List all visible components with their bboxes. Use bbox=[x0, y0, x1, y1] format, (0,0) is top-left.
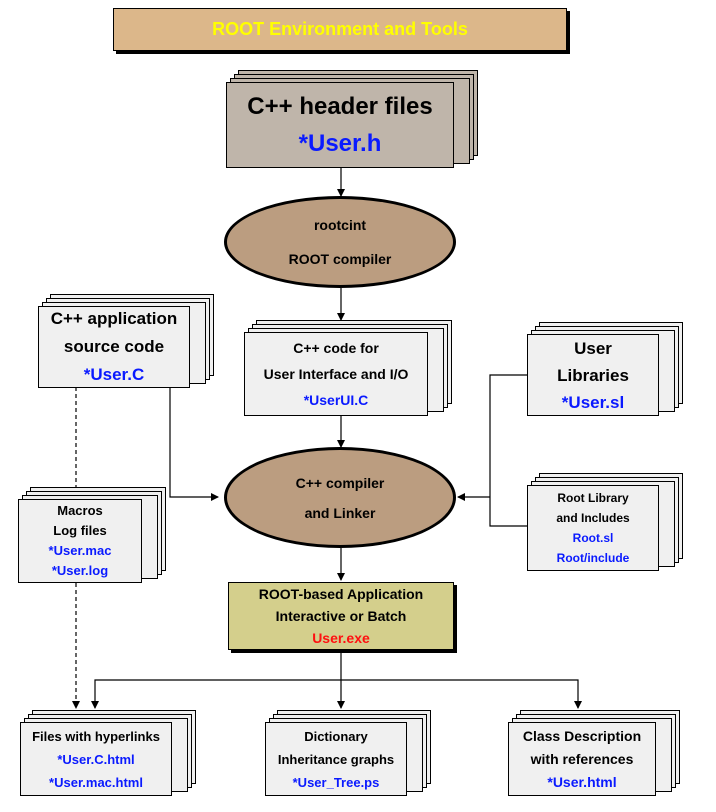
node-user-libraries: User Libraries *User.sl bbox=[527, 322, 683, 416]
hyperlinks-label: Files with hyperlinks bbox=[32, 728, 160, 744]
ui-code-sublabel: User Interface and I/O bbox=[263, 366, 409, 382]
macros-filename-log: *User.log bbox=[51, 563, 109, 578]
root-library-filename-sl: Root.sl bbox=[572, 531, 614, 545]
dictionary-label: Dictionary bbox=[304, 728, 368, 744]
root-library-label: Root Library bbox=[557, 491, 629, 505]
edge-branch-right bbox=[341, 679, 582, 709]
class-description-filename: *User.html bbox=[547, 773, 617, 790]
macros-label: Macros bbox=[57, 503, 103, 518]
user-libraries-sublabel: Libraries bbox=[557, 365, 629, 385]
root-library-filename-include: Root/include bbox=[556, 551, 630, 565]
class-description-sublabel: with references bbox=[530, 750, 634, 767]
node-dictionary: Dictionary Inheritance graphs *User_Tree… bbox=[265, 710, 431, 796]
dictionary-sublabel: Inheritance graphs bbox=[277, 751, 395, 767]
app-source-sublabel: source code bbox=[63, 337, 165, 356]
compiler-sublabel: and Linker bbox=[304, 504, 376, 521]
user-libraries-label: User bbox=[574, 338, 612, 358]
node-hyperlinks: Files with hyperlinks *User.C.html *User… bbox=[20, 710, 196, 796]
class-description-label: Class Description bbox=[522, 727, 642, 744]
application-sublabel: Interactive or Batch bbox=[275, 608, 407, 624]
node-ui-code: C++ code for User Interface and I/O *Use… bbox=[244, 320, 452, 416]
node-class-description: Class Description with references *User.… bbox=[508, 710, 680, 796]
header-files-filename: *User.h bbox=[298, 130, 382, 157]
application-filename: User.exe bbox=[312, 630, 370, 646]
node-rootcint: rootcint ROOT compiler bbox=[224, 196, 456, 288]
user-libraries-filename: *User.sl bbox=[561, 392, 625, 412]
application-label: ROOT-based Application bbox=[258, 586, 424, 602]
macros-filename-mac: *User.mac bbox=[48, 543, 112, 558]
root-library-sublabel: and Includes bbox=[556, 511, 630, 525]
edge-userlibs-to-compiler bbox=[489, 374, 527, 527]
diagram-title-text: ROOT Environment and Tools bbox=[212, 19, 468, 39]
node-application: ROOT-based Application Interactive or Ba… bbox=[228, 582, 454, 650]
dictionary-filename: *User_Tree.ps bbox=[292, 774, 380, 790]
compiler-label: C++ compiler bbox=[295, 474, 385, 491]
ui-code-label: C++ code for bbox=[293, 340, 379, 356]
rootcint-sublabel: ROOT compiler bbox=[288, 251, 392, 267]
node-header-files: C++ header files *User.h bbox=[226, 70, 478, 168]
header-files-label: C++ header files bbox=[247, 93, 433, 120]
hyperlinks-filename-mac: *User.mac.html bbox=[49, 774, 143, 790]
node-root-library: Root Library and Includes Root.sl Root/i… bbox=[527, 473, 683, 571]
hyperlinks-filename-c: *User.C.html bbox=[57, 751, 135, 767]
edge-appsource-to-compiler bbox=[169, 387, 219, 501]
node-app-source: C++ application source code *User.C bbox=[38, 294, 214, 388]
app-source-label: C++ application bbox=[50, 309, 178, 328]
edge-branch-left bbox=[91, 679, 341, 709]
macros-sublabel: Log files bbox=[53, 523, 107, 538]
app-source-filename: *User.C bbox=[83, 365, 145, 384]
rootcint-label: rootcint bbox=[313, 217, 367, 233]
ui-code-filename: *UserUI.C bbox=[303, 392, 369, 408]
node-compiler: C++ compiler and Linker bbox=[224, 447, 456, 548]
diagram-title: ROOT Environment and Tools bbox=[113, 8, 567, 51]
node-macros: Macros Log files *User.mac *User.log bbox=[18, 487, 166, 583]
